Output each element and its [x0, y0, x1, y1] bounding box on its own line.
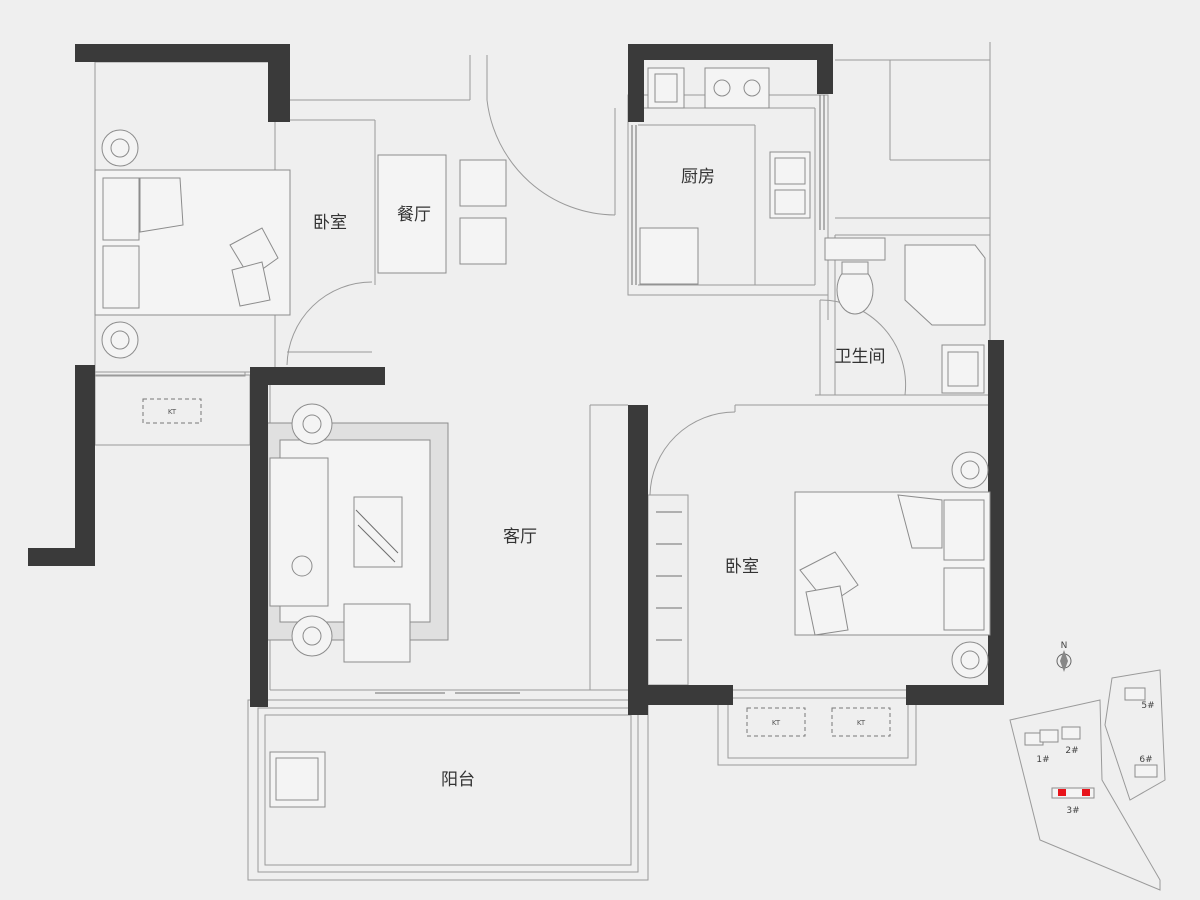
building-label-3: 3#: [1066, 806, 1079, 816]
structural-walls: [28, 44, 1004, 715]
living-furniture: [268, 403, 449, 663]
label-bathroom: 卫生间: [835, 347, 886, 367]
compass-label: N: [1061, 641, 1068, 651]
building-label-5: 5#: [1141, 701, 1154, 711]
kitchen-fixtures: [639, 67, 811, 285]
site-plan-inset: N 1# 2# 3# 5# 6#: [1009, 641, 1166, 891]
plan-outline-lines: [94, 42, 991, 881]
building-label-6: 6#: [1139, 755, 1152, 765]
label-living: 客厅: [503, 527, 537, 547]
bedroom-north-furniture: [94, 129, 291, 359]
ac-label-south-left: KT: [772, 719, 781, 727]
room-labels: 卧室 餐厅 厨房 卫生间 客厅 卧室 阳台: [313, 167, 886, 790]
label-kitchen: 厨房: [681, 167, 715, 187]
highlight-unit: [1082, 789, 1090, 796]
label-dining: 餐厅: [397, 205, 431, 225]
dining-set: [377, 154, 507, 274]
ac-label-west: KT: [168, 408, 177, 416]
washing-machine: [269, 751, 326, 808]
label-bedroom-south: 卧室: [725, 557, 759, 577]
ac-units: KT KT KT: [142, 398, 891, 737]
bedroom-south-furniture: [656, 451, 991, 679]
highlight-unit: [1058, 789, 1066, 796]
label-balcony: 阳台: [441, 770, 475, 790]
building-label-2: 2#: [1065, 746, 1078, 756]
bathroom-fixtures: [824, 237, 986, 394]
door-swings: [286, 99, 907, 496]
label-bedroom-north: 卧室: [313, 213, 347, 233]
building-label-1: 1#: [1036, 755, 1049, 765]
compass-needle-icon: [1060, 650, 1068, 672]
ac-label-south-right: KT: [857, 719, 866, 727]
